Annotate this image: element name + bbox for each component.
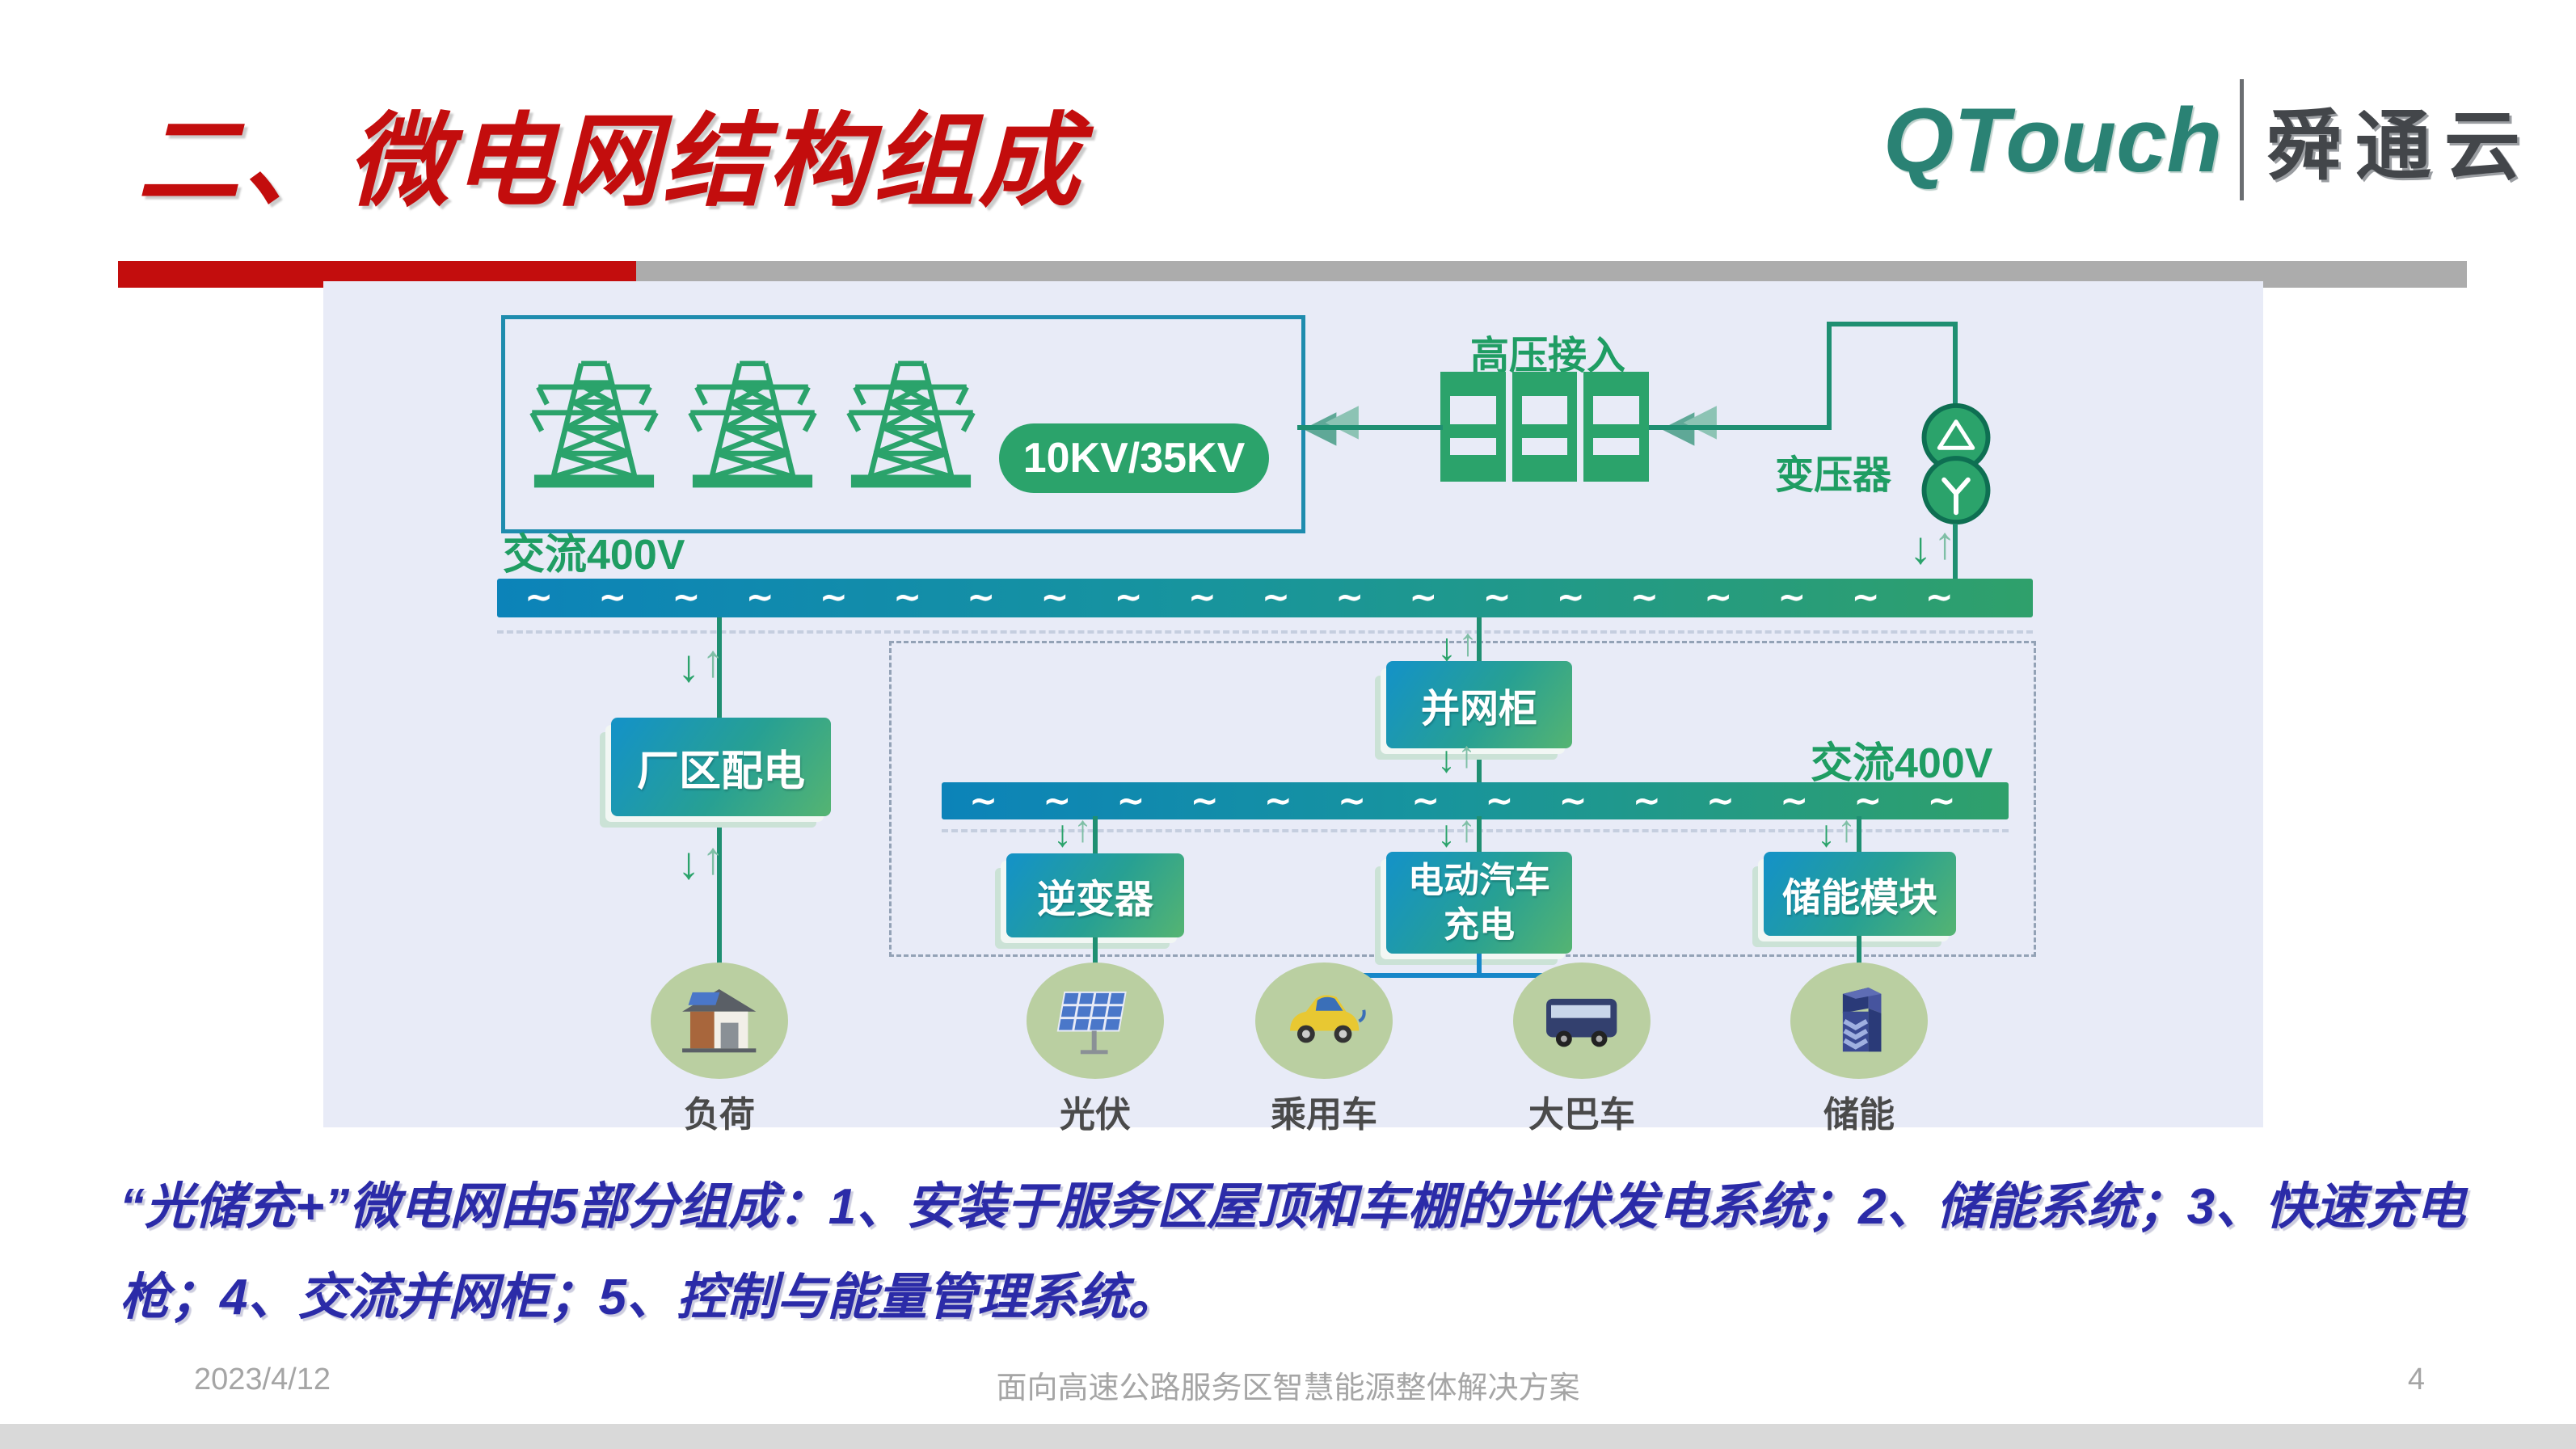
- connector-line: [1477, 816, 1482, 853]
- car-icon: [1290, 995, 1366, 1043]
- main-ac-bus: ∼∼∼∼∼∼∼∼∼∼∼∼∼∼∼∼∼∼∼∼: [497, 579, 2033, 617]
- transformer-icon: [1921, 402, 1991, 525]
- footer-doc-title: 面向高速公路服务区智慧能源整体解决方案: [996, 1371, 1580, 1405]
- bidirectional-arrows-icon: ↓↑: [677, 635, 724, 691]
- connector-line: [1093, 937, 1098, 974]
- pv-label: 光伏: [1060, 1095, 1131, 1135]
- connector-line: [1827, 322, 1832, 430]
- pv-oval: [1027, 962, 1164, 1079]
- coach-bus-oval: [1513, 962, 1651, 1079]
- ev-charging-box: 电动汽车 充电: [1386, 852, 1572, 954]
- breaker-cell: [1583, 372, 1650, 482]
- logo-chinese-text: 舜通云: [2266, 103, 2533, 188]
- bidirectional-arrows-icon: ↓↑: [677, 832, 724, 888]
- transmission-tower-icon: [846, 360, 976, 488]
- breaker-cell: [1440, 372, 1506, 482]
- connector-line: [1953, 322, 1958, 406]
- bottom-band: [0, 1424, 2576, 1449]
- microgrid-diagram: 10KV/35KV 高压接入 ◀◀ ◀◀ 变压器 ↓↑: [323, 281, 2263, 1135]
- connector-line: [1857, 936, 1861, 972]
- bus-wave-pattern: ∼∼∼∼∼∼∼∼∼∼∼∼∼∼∼∼∼∼∼∼: [525, 579, 1999, 616]
- passenger-car-oval: [1255, 962, 1393, 1079]
- bus-shadow-dashes: [497, 630, 2033, 634]
- connector-line: [1297, 425, 1443, 430]
- connector-line: [1827, 322, 1958, 326]
- bidirectional-arrows-icon: ↓↑: [1437, 807, 1476, 854]
- ac400-sub-label: 交流400V: [1811, 740, 1993, 787]
- bidirectional-arrows-icon: ↓↑: [1817, 807, 1856, 854]
- transmission-tower-icon: [688, 360, 817, 488]
- storage-module-box: 储能模块: [1764, 852, 1956, 936]
- sub-ac-bus: ∼∼∼∼∼∼∼∼∼∼∼∼∼∼: [942, 782, 2009, 819]
- bidirectional-arrows-icon: ↓↑: [1437, 733, 1476, 780]
- hv-access-label: 高压接入: [1469, 335, 1625, 377]
- bus-icon: [1546, 999, 1617, 1047]
- footer-page-number: 4: [2407, 1363, 2425, 1396]
- ac400-main-label: 交流400V: [503, 532, 685, 579]
- storage-label: 储能: [1823, 1095, 1895, 1135]
- factory-distribution-box: 厂区配电: [611, 718, 831, 816]
- load-label: 负荷: [684, 1095, 755, 1135]
- body-text: “光储充+”微电网由5部分组成：1、安装于服务区屋顶和车棚的光伏发电系统；2、储…: [120, 1162, 2512, 1343]
- grid-cabinet-box: 并网柜: [1386, 661, 1572, 748]
- ev-charging-label-line2: 充电: [1444, 905, 1515, 945]
- hv-breaker-icon: [1440, 372, 1650, 482]
- body-text-line1: “光储充+”微电网由5部分组成：1、安装于服务区屋顶和车棚的光伏发电系统；2、储…: [120, 1179, 2466, 1235]
- transformer-label: 变压器: [1774, 454, 1891, 497]
- logo-qtouch-text: QTouch: [1883, 89, 2222, 191]
- connector-line: [1649, 425, 1832, 430]
- transmission-tower-icon: [529, 360, 659, 488]
- connector-line: [1322, 973, 1584, 978]
- grid-source-box: [501, 315, 1305, 533]
- breaker-cell: [1511, 372, 1578, 482]
- connector-line: [1477, 954, 1482, 976]
- connector-line: [1953, 524, 1958, 580]
- ev-charging-label-line1: 电动汽车: [1408, 861, 1550, 900]
- company-logo: QTouch 舜通云: [1883, 71, 2533, 209]
- pv-panel-icon: [1056, 992, 1128, 1055]
- transmission-towers: [521, 351, 984, 490]
- voltage-pill: 10KV/35KV: [999, 423, 1269, 493]
- connector-line: [1857, 816, 1861, 853]
- house-icon: [682, 989, 757, 1053]
- inverter-box: 逆变器: [1006, 853, 1184, 937]
- bidirectional-arrows-icon: ↓↑: [1053, 807, 1092, 854]
- bus-shadow-dashes: [942, 829, 2009, 832]
- battery-stack-icon: [1843, 988, 1882, 1052]
- bidirectional-arrows-icon: ↓↑: [1909, 517, 1956, 573]
- passenger-car-label: 乘用车: [1271, 1095, 1377, 1135]
- storage-oval: [1790, 962, 1928, 1079]
- body-text-line2: 枪；4、交流并网柜；5、控制与能量管理系统。: [120, 1270, 1178, 1325]
- footer-date: 2023/4/12: [194, 1363, 331, 1396]
- bus-wave-pattern: ∼∼∼∼∼∼∼∼∼∼∼∼∼∼: [969, 782, 2001, 819]
- bidirectional-arrows-icon: ↓↑: [1437, 621, 1478, 669]
- coach-bus-label: 大巴车: [1528, 1095, 1635, 1135]
- page-title: 二、微电网结构组成: [137, 104, 1083, 218]
- microgrid-boundary: [889, 641, 2036, 957]
- connector-line: [1093, 816, 1098, 857]
- logo-divider: [2239, 79, 2244, 200]
- load-oval: [651, 962, 788, 1079]
